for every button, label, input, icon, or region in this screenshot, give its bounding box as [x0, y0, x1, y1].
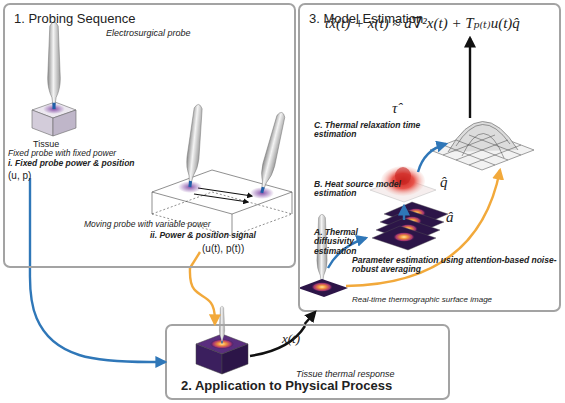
surface-plot [448, 121, 518, 152]
image-stack [372, 202, 448, 250]
signal-line [29, 178, 31, 268]
annotation-text: A. Thermal diffusivity estimation [314, 228, 376, 256]
probe-drawing [48, 22, 61, 109]
annotation-text: i. Fixed probe power & position [8, 159, 158, 168]
image-stack [372, 226, 436, 250]
annotation-text: q̂ [440, 174, 460, 191]
flow-arrow [250, 326, 305, 356]
fixed-tissue [32, 110, 53, 136]
moving-tissue [292, 192, 293, 214]
probe-drawing [256, 111, 288, 194]
moving-tissue [198, 188, 252, 196]
flow-connector [190, 268, 215, 324]
moving-tissue [152, 170, 292, 214]
edge-label: x(t) [282, 332, 300, 346]
annotation-text: ii. Power & position signal [150, 231, 290, 240]
panel-box: 2. Application to Physical Process [165, 324, 450, 400]
annotation-text: τ̂ẍ(t) + ẋ(t) ≈ â∇²x(t) + Tₚ₍ₜ₎u(t)q̂ [324, 15, 560, 32]
annotation-text: (u, p) [8, 170, 58, 181]
annotation-text: Electrosurgical probe [106, 29, 216, 39]
image-stack [393, 232, 415, 242]
thermal-image [298, 279, 348, 297]
fixed-tissue [53, 110, 76, 136]
surface-plot [456, 140, 508, 160]
flow-arrow [418, 144, 446, 172]
annotation-text: (u(t), p(t)) [202, 243, 282, 254]
annotation-text: â [446, 209, 466, 226]
moving-tissue [194, 194, 248, 202]
thermal-image [298, 279, 348, 297]
flow-arrow [469, 38, 471, 118]
probe-drawing [184, 104, 205, 188]
annotation-text: Tissue thermal response [296, 370, 436, 380]
surface-plot [462, 133, 504, 158]
annotation-text: τ̂ [392, 100, 412, 117]
annotation-text: Real-time thermographic surface image [352, 296, 552, 305]
surface-plot [469, 145, 521, 165]
flow-arrow [250, 38, 500, 356]
surface-plot [430, 121, 534, 170]
annotation-text: Fixed probe with fixed power [8, 149, 148, 158]
signal-line [190, 252, 200, 268]
panel-heading: 1. Probing Sequence [14, 11, 135, 26]
surface-plot [443, 135, 495, 155]
moving-tissue [152, 192, 153, 214]
annotation-text: C. Thermal relaxation time estimation [314, 121, 430, 140]
flow-connector [30, 268, 165, 362]
annotation-text: Parameter estimation using attention-bas… [352, 256, 557, 275]
surface-plot [456, 124, 510, 146]
panel-box: 3. Model Estimation [298, 3, 561, 312]
surface-plot [456, 140, 508, 160]
flow-connector [305, 312, 315, 324]
flow-arrow [403, 206, 405, 220]
annotation-text: Moving probe with variable power [84, 220, 244, 229]
annotation-text: B. Heat source model estimation [314, 180, 406, 199]
panel-heading: 2. Application to Physical Process [181, 378, 392, 393]
thermal-image [311, 282, 333, 292]
moving-tissue [152, 192, 292, 236]
